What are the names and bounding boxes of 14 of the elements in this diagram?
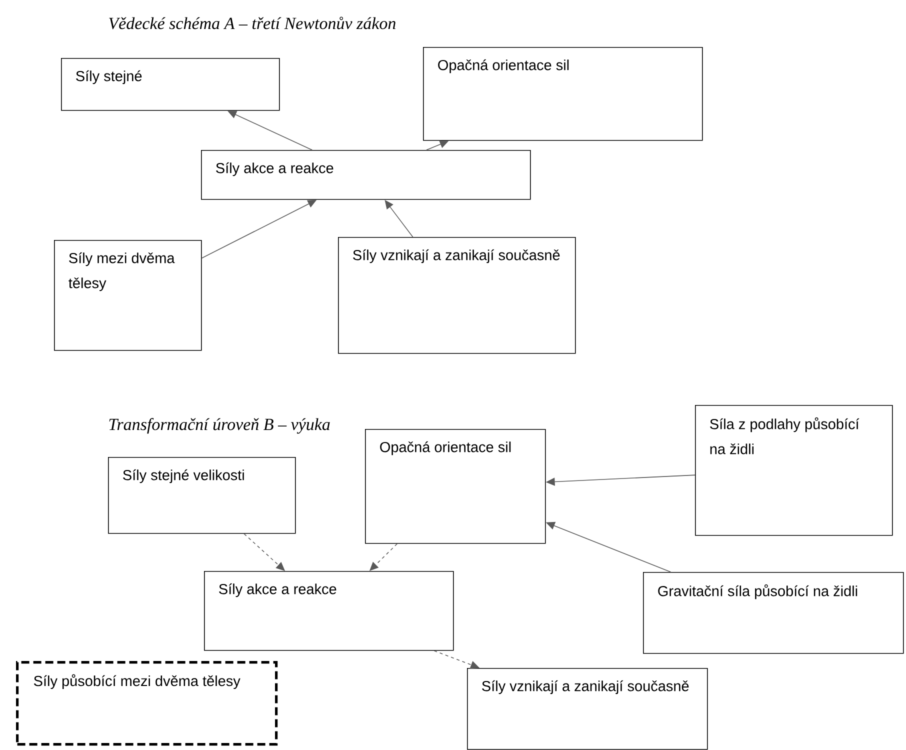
text-box: Síly vznikají a zanikají současně [338, 237, 576, 354]
text-box: Opačná orientace sil [423, 47, 703, 141]
heading: Transformační úroveň B – výuka [109, 418, 330, 434]
dashed-box: Síly působící mezi dvěma tělesy [16, 661, 278, 746]
text-box: Síla z podlahy působící na židli [695, 405, 893, 536]
text-box: Síly akce a reakce [201, 150, 531, 200]
text-box: Síly stejné [61, 58, 280, 111]
text-box: Gravitační síla působící na židli [643, 572, 904, 654]
text-box: Síly akce a reakce [204, 571, 454, 651]
heading: Vědecké schéma A – třetí Newtonův zákon [109, 16, 396, 30]
text-box: Síly vznikají a zanikají současně [467, 668, 708, 750]
text-box: Opačná orientace sil [365, 429, 546, 544]
text-box: Síly mezi dvěma tělesy [54, 240, 202, 351]
text-box: Síly stejné velikosti [108, 457, 296, 534]
